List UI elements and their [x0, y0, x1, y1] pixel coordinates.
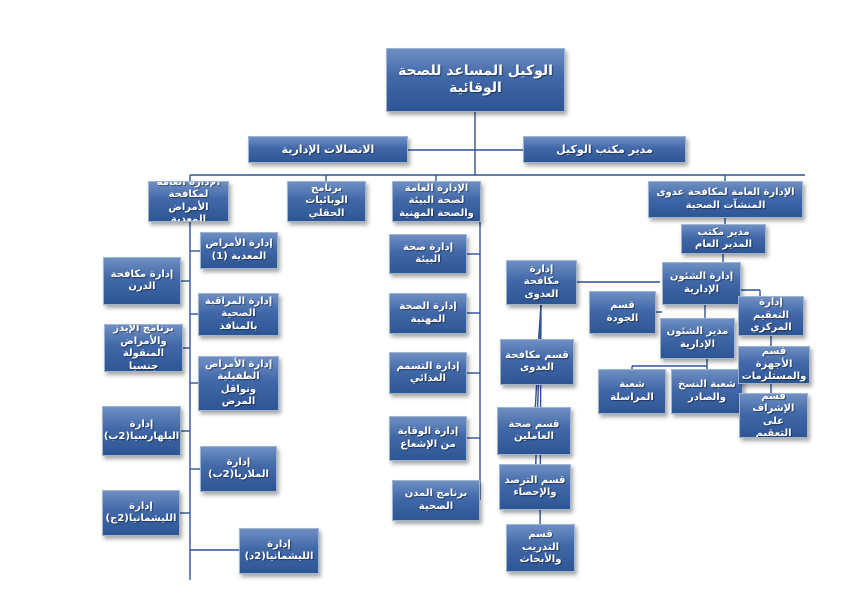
- connector-line: [534, 304, 542, 488]
- node-env-health: الإدارة العامة لصحة البيئة والصحة المهني…: [392, 181, 481, 222]
- node-correspondence: شعبة المراسلة: [598, 369, 666, 414]
- node-central-sterile: إدارة التعقيم المركزي: [738, 296, 804, 336]
- node-surveillance: إدارة المراقبة الصحية بالمنافذ: [198, 293, 279, 336]
- node-sec-workers: قسم صحة العاملين: [497, 407, 571, 455]
- node-office-manager: مدير مكتب الوكيل: [523, 136, 686, 163]
- node-food: إدارة التسمم الغذائي: [389, 352, 467, 394]
- node-radiation: إدارة الوقاية من الإشعاع: [389, 416, 467, 461]
- node-sec-monitor: قسم الترصد والإحصاء: [499, 464, 571, 510]
- node-sec-infection: قسم مكافحة العدوى: [500, 339, 574, 385]
- node-infection-ctrl: الإدارة العامة لمكافحة عدوى المنشآت الصح…: [648, 181, 803, 218]
- node-copying: شعبة النسخ والصادر: [671, 369, 743, 414]
- node-sec-training: قسم التدريب والأبحاث: [506, 524, 575, 572]
- node-healthy-cities: برنامج المدن الصحية: [392, 480, 480, 521]
- node-admin-comm: الاتصالات الإدارية: [248, 136, 408, 163]
- node-quality: قسم الجودة: [589, 291, 656, 334]
- node-tb: إدارة مكافحة الدرن: [103, 257, 181, 305]
- node-leish-d: إدارة الليشمانيا(2د): [239, 528, 319, 574]
- node-supervision: قسم الإشراف على التعقيم: [739, 393, 808, 438]
- node-admin-affairs-dept: إدارة الشئون الإدارية: [662, 262, 741, 305]
- node-dept-infectious: إدارة الأمراض المعدية (1): [200, 232, 278, 269]
- node-parasitic: إدارة الأمراض الطفيلية ونواقل المرض: [198, 356, 279, 411]
- node-malaria: إدارة الملاريا(2ب): [200, 446, 277, 492]
- node-occ: إدارة الصحة المهنية: [389, 293, 467, 334]
- node-bilharzia: إدارة البلهارسيا(2ب): [102, 406, 181, 456]
- node-admin-affairs-mgr: مدير الشئون الإدارية: [660, 318, 735, 359]
- node-field: برنامج الوبائيات الحقلي: [287, 181, 366, 222]
- node-gm-office: مدير مكتب المدير العام: [681, 224, 766, 254]
- node-env: إدارة صحة البيئة: [389, 234, 467, 274]
- node-dept-infection: إدارة مكافحة العدوى: [506, 260, 577, 305]
- node-top: الوكيل المساعد للصحة الوقائية: [386, 48, 565, 112]
- node-leish-c: إدارة الليشمانيا(2ج): [102, 490, 180, 536]
- node-devices: قسم الأجهزة والمستلزمات: [738, 346, 810, 384]
- node-aids: برنامج الإيدز والأمراض المنقولة جنسيا: [104, 324, 183, 372]
- node-infectious: الإدارة العامة لمكافحة الأمراض المعدية: [148, 181, 229, 222]
